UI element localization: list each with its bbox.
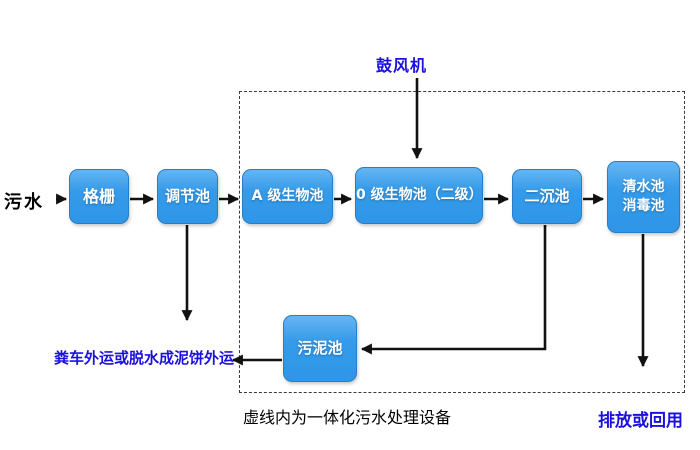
node-a-bio-tank: A 级生物池 <box>242 169 333 224</box>
sludge-disposal-label: 粪车外运或脱水成泥饼外运 <box>54 349 235 367</box>
node-label: 0 级生物池（二级） <box>356 187 483 204</box>
node-grid-screen: 格栅 <box>69 169 129 224</box>
node-label: 污泥池 <box>297 339 343 358</box>
effluent-label: 排放或回用 <box>598 411 683 431</box>
equipment-scope-label: 虚线内为一体化污水处理设备 <box>243 408 452 427</box>
inlet-label: 污水 <box>4 192 44 213</box>
node-clear-water-disinfection-tank: 清水池 消毒池 <box>607 161 680 233</box>
node-label: A 级生物池 <box>251 188 324 205</box>
node-label-line2: 消毒池 <box>622 198 665 214</box>
blower-label: 鼓风机 <box>376 56 428 75</box>
node-secondary-sedimentation-tank: 二沉池 <box>512 169 582 224</box>
equipment-dashed-boundary <box>239 91 685 393</box>
node-label: 调节池 <box>164 187 210 206</box>
node-o-bio-tank: 0 级生物池（二级） <box>355 167 483 224</box>
node-regulating-tank: 调节池 <box>157 169 218 224</box>
node-sludge-tank: 污泥池 <box>283 315 357 382</box>
node-label: 二沉池 <box>524 187 570 206</box>
node-label-line1: 清水池 <box>622 179 665 196</box>
node-label: 格栅 <box>82 186 115 206</box>
